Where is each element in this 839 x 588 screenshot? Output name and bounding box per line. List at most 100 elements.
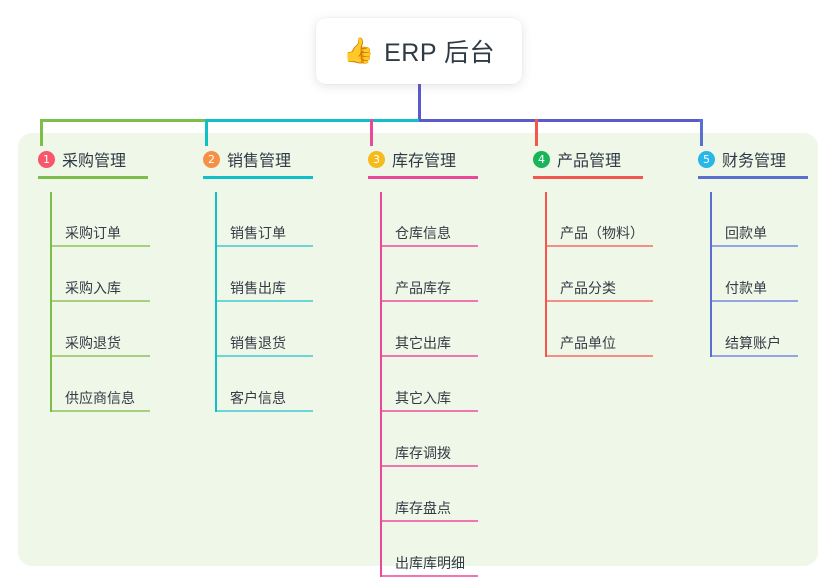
branch-header-label: 库存管理 [392, 153, 457, 170]
branch-header-3[interactable]: 3 库存管理 [368, 146, 478, 179]
drop-stub-5 [700, 119, 703, 146]
branch-item-label: 仓库信息 [395, 225, 451, 241]
branch-item[interactable]: 采购退货 [50, 302, 150, 357]
branch-item-rule [382, 217, 478, 247]
branch-item-rule [712, 217, 798, 247]
branch-item[interactable]: 回款单 [710, 192, 798, 247]
branch-column-5: 5 财务管理回款单付款单结算账户 [698, 146, 808, 357]
bus-segment-2 [205, 119, 419, 122]
branch-item-rule [52, 382, 150, 412]
branch-item-rule [382, 327, 478, 357]
branch-item-rule [547, 217, 653, 247]
branch-item-rule [217, 327, 313, 357]
branch-column-4: 4 产品管理产品（物料） 产品分类产品单位 [533, 146, 653, 357]
branch-item-label: 产品库存 [395, 280, 451, 296]
root-node-label: ERP 后台 [384, 39, 496, 67]
branch-item[interactable]: 仓库信息 [380, 192, 478, 247]
branch-item-label: 供应商信息 [65, 390, 135, 406]
branch-header-rule [203, 176, 313, 179]
branch-item[interactable]: 产品库存 [380, 247, 478, 302]
root-node[interactable]: 👍 ERP 后台 [316, 18, 522, 84]
thumbs-up-emoji: 👍 [342, 36, 375, 65]
branch-item-label: 产品（物料） [560, 225, 644, 241]
branch-item-label: 产品单位 [560, 335, 616, 351]
branch-item-rule [217, 272, 313, 302]
root-stem [418, 84, 421, 122]
branch-item-label: 销售退货 [230, 335, 286, 351]
branch-item[interactable]: 销售出库 [215, 247, 313, 302]
branch-item-rule [52, 217, 150, 247]
branch-item-label: 其它入库 [395, 390, 451, 406]
branch-item-label: 回款单 [725, 225, 767, 241]
branch-header-rule [698, 176, 808, 179]
drop-stub-4 [535, 119, 538, 146]
drop-stub-1 [40, 119, 43, 146]
branch-item-label: 采购入库 [65, 280, 121, 296]
branch-item-label: 结算账户 [725, 335, 781, 351]
branch-item-rule [382, 382, 478, 412]
branch-item-label: 采购退货 [65, 335, 121, 351]
branch-item[interactable]: 付款单 [710, 247, 798, 302]
branch-item-label: 其它出库 [395, 335, 451, 351]
branch-item-list: 销售订单销售出库销售退货客户信息 [215, 192, 313, 412]
branch-item-label: 销售订单 [230, 225, 286, 241]
branch-item[interactable]: 库存盘点 [380, 467, 478, 522]
branch-item-rule [217, 217, 313, 247]
branch-number-badge: 5 [698, 150, 715, 168]
branch-header-2[interactable]: 2 销售管理 [203, 146, 313, 179]
branch-header-rule [368, 176, 478, 179]
branch-item-list: 产品（物料） 产品分类产品单位 [545, 192, 653, 357]
branch-item-list: 回款单付款单结算账户 [710, 192, 798, 357]
branch-number-badge: 3 [368, 150, 385, 168]
branch-item-rule [547, 272, 653, 302]
branch-item[interactable]: 产品（物料） [545, 192, 653, 247]
branch-item[interactable]: 销售退货 [215, 302, 313, 357]
branch-item[interactable]: 结算账户 [710, 302, 798, 357]
branch-item-rule [217, 382, 313, 412]
branch-item[interactable]: 产品分类 [545, 247, 653, 302]
branch-item-label: 客户信息 [230, 390, 286, 406]
branch-item[interactable]: 其它入库 [380, 357, 478, 412]
branch-header-label: 产品管理 [557, 153, 622, 170]
branch-item[interactable]: 供应商信息 [50, 357, 150, 412]
branch-header-label: 财务管理 [722, 153, 787, 170]
branch-item-rule [52, 327, 150, 357]
branch-item-label: 库存调拨 [395, 445, 451, 461]
branch-item[interactable]: 采购订单 [50, 192, 150, 247]
branch-header-4[interactable]: 4 产品管理 [533, 146, 643, 179]
branch-item[interactable]: 采购入库 [50, 247, 150, 302]
branch-item-label: 付款单 [725, 280, 767, 296]
branch-item[interactable]: 销售订单 [215, 192, 313, 247]
branch-item-rule [52, 272, 150, 302]
branch-item-rule [547, 327, 653, 357]
branch-header-label: 销售管理 [227, 153, 292, 170]
branch-number-badge: 1 [38, 150, 55, 168]
branch-column-2: 2 销售管理销售订单销售出库销售退货客户信息 [203, 146, 313, 412]
branch-item-rule [382, 272, 478, 302]
branch-item-list: 仓库信息产品库存其它出库其它入库库存调拨库存盘点出库库明细 [380, 192, 478, 577]
branch-header-rule [533, 176, 643, 179]
branch-number-badge: 4 [533, 150, 550, 168]
branch-number-badge: 2 [203, 150, 220, 168]
branch-item[interactable]: 出库库明细 [380, 522, 478, 577]
branch-item[interactable]: 其它出库 [380, 302, 478, 357]
bus-segment-1 [40, 119, 205, 122]
bus-segment-3 [419, 119, 700, 122]
branch-item-rule [382, 547, 478, 577]
branch-item-label: 出库库明细 [395, 555, 465, 571]
branch-header-5[interactable]: 5 财务管理 [698, 146, 808, 179]
branch-item[interactable]: 客户信息 [215, 357, 313, 412]
branch-item-rule [712, 272, 798, 302]
branch-item-label: 产品分类 [560, 280, 616, 296]
branch-item-rule [712, 327, 798, 357]
branch-item[interactable]: 产品单位 [545, 302, 653, 357]
branch-item[interactable]: 库存调拨 [380, 412, 478, 467]
branch-item-rule [382, 437, 478, 467]
branch-item-label: 采购订单 [65, 225, 121, 241]
branch-item-label: 销售出库 [230, 280, 286, 296]
branches-panel [18, 133, 818, 566]
branch-item-label: 库存盘点 [395, 500, 451, 516]
